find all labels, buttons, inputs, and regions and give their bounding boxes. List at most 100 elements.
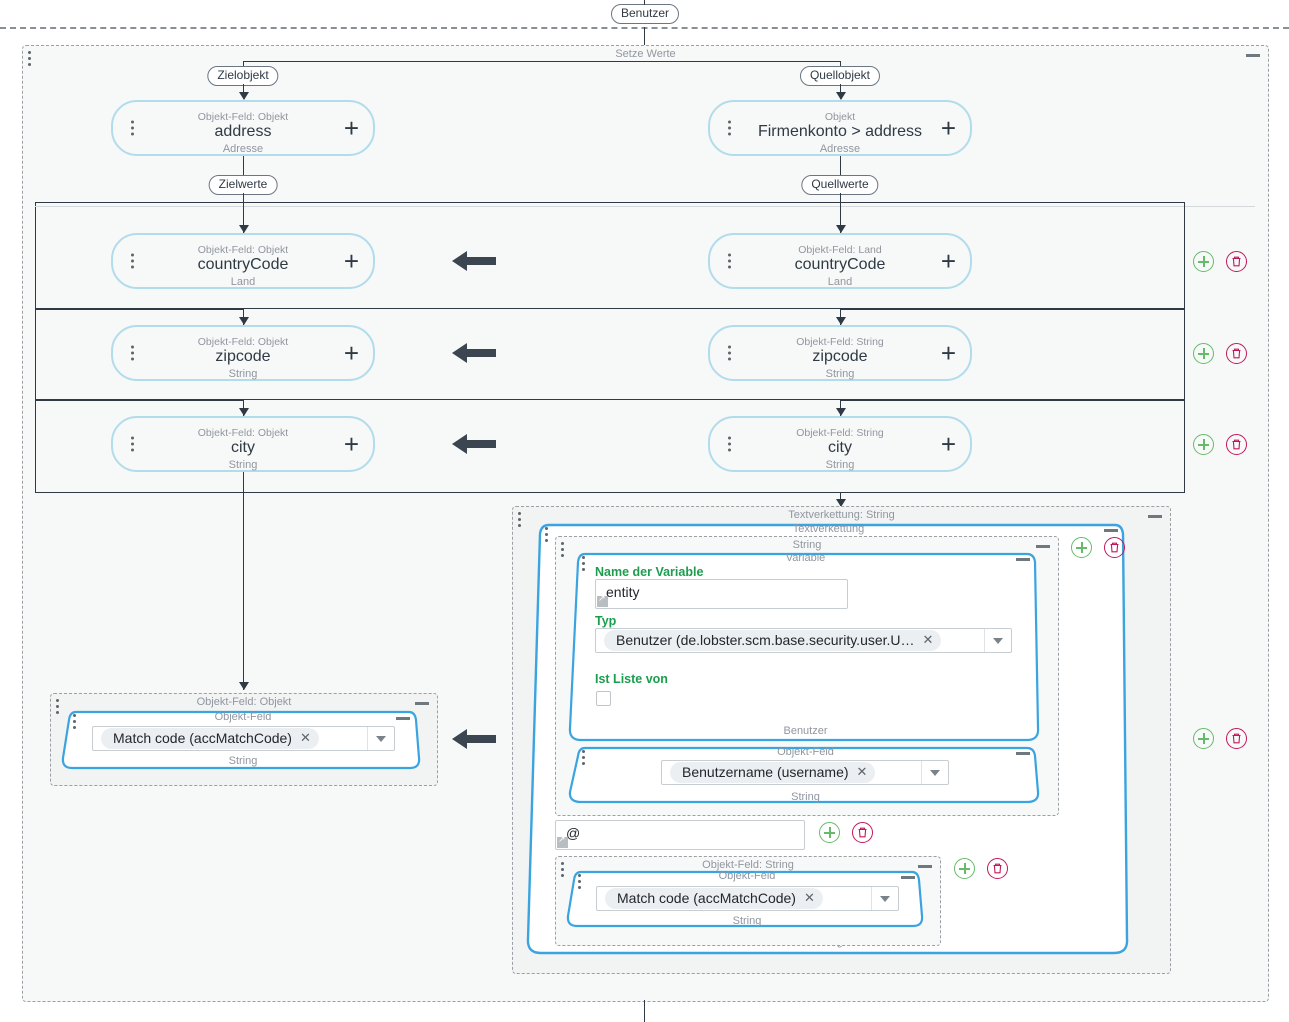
node-add-icon[interactable]: +	[343, 246, 359, 276]
node-target-zipcode[interactable]: Objekt-Feld: Objekt zipcode String +	[111, 325, 375, 381]
node-target-countrycode[interactable]: Objekt-Feld: Objekt countryCode Land +	[111, 233, 375, 289]
node-drag-handle-icon[interactable]	[728, 434, 731, 455]
arrowhead-zielobjekt	[239, 92, 249, 100]
zielwerte-trunk	[243, 193, 244, 233]
node-add-icon[interactable]: +	[343, 113, 359, 143]
concat-part3-drag-handle[interactable]	[561, 862, 564, 877]
chevron-down-icon[interactable]	[984, 629, 1011, 652]
node-drag-handle-icon[interactable]	[131, 118, 134, 139]
variable-islist-checkbox[interactable]	[596, 691, 611, 706]
chevron-down-icon[interactable]	[367, 727, 394, 750]
delete-row-button-2[interactable]	[1226, 343, 1247, 364]
delete-row-button-1[interactable]	[1226, 251, 1247, 272]
node-add-icon[interactable]: +	[940, 246, 956, 276]
node-drag-handle-icon[interactable]	[131, 434, 134, 455]
variable-collapse-icon[interactable]	[1016, 558, 1030, 561]
target-matchcode-drag-handle[interactable]	[56, 699, 59, 714]
node-source-address[interactable]: Objekt Firmenkonto > address Adresse +	[708, 100, 972, 156]
clear-icon[interactable]: ✕	[803, 890, 815, 905]
scope-connector-bottom	[644, 1000, 645, 1022]
variable-name-input[interactable]: entity	[595, 579, 848, 609]
setze-werte-drag-handle[interactable]	[28, 51, 31, 66]
variable-type-value: Benutzer (de.lobster.scm.base.security.u…	[616, 632, 915, 648]
concat-part1-collapse-icon[interactable]	[1036, 545, 1050, 548]
textverkettung-inner-title: Textverkettung	[792, 523, 865, 535]
scope-label-benutzer: Benutzer	[610, 4, 680, 24]
clear-icon[interactable]: ✕	[299, 730, 311, 745]
node-target-city[interactable]: Objekt-Feld: Objekt city String +	[111, 416, 375, 472]
setze-werte-collapse-icon[interactable]	[1246, 54, 1260, 57]
concat-part3-collapse-icon[interactable]	[918, 865, 932, 868]
node-name-label: address	[214, 123, 272, 140]
target-matchcode-collapse-icon[interactable]	[415, 702, 429, 705]
username-field-chip: Benutzername (username) ✕	[670, 762, 876, 783]
concat-part3-add-button[interactable]	[954, 858, 975, 879]
variable-type-select[interactable]: Benutzer (de.lobster.scm.base.security.u…	[595, 628, 1012, 653]
variable-type-select-inner[interactable]: Benutzer (de.lobster.scm.base.security.u…	[596, 629, 984, 652]
concat-part3-select[interactable]: Match code (accMatchCode) ✕	[596, 886, 899, 911]
node-add-icon[interactable]: +	[343, 338, 359, 368]
concat-part1-drag-handle[interactable]	[561, 542, 564, 557]
node-drag-handle-icon[interactable]	[728, 343, 731, 364]
variable-drag-handle[interactable]	[582, 556, 585, 571]
node-drag-handle-icon[interactable]	[131, 251, 134, 272]
textverkettung-add-button[interactable]	[1071, 537, 1092, 558]
textverkettung-inner-drag-handle[interactable]	[545, 527, 548, 542]
chevron-down-icon[interactable]	[871, 887, 898, 910]
add-row-button-2[interactable]	[1193, 343, 1214, 364]
branch-down-source	[840, 61, 841, 68]
node-drag-handle-icon[interactable]	[728, 251, 731, 272]
node-name-label: zipcode	[812, 348, 868, 365]
concat-separator-value: @	[566, 825, 581, 841]
concat-separator-delete-button[interactable]	[852, 822, 873, 843]
username-field-select-inner[interactable]: Benutzername (username) ✕	[662, 761, 921, 784]
node-add-icon[interactable]: +	[343, 429, 359, 459]
delete-row-button-4[interactable]	[1226, 728, 1247, 749]
concat-separator-add-button[interactable]	[819, 822, 840, 843]
textverkettung-inner-collapse-icon[interactable]	[1104, 529, 1118, 532]
concat-part3-inner-drag-handle[interactable]	[578, 874, 581, 889]
concat-part3-select-inner[interactable]: Match code (accMatchCode) ✕	[597, 887, 871, 910]
mapping-grid-row-sep-2	[35, 399, 1185, 400]
textverkettung-delete-button[interactable]	[1104, 537, 1125, 558]
add-row-button-4[interactable]	[1193, 728, 1214, 749]
node-source-zipcode[interactable]: Objekt-Feld: String zipcode String +	[708, 325, 972, 381]
source-feeder-row4	[840, 492, 1185, 493]
node-drag-handle-icon[interactable]	[131, 343, 134, 364]
node-type-label: Objekt-Feld: Objekt	[197, 244, 289, 256]
username-field-drag-handle[interactable]	[582, 750, 585, 765]
node-target-address[interactable]: Objekt-Feld: Objekt address Adresse +	[111, 100, 375, 156]
chevron-down-icon[interactable]	[921, 761, 948, 784]
node-add-icon[interactable]: +	[940, 113, 956, 143]
concat-separator-input[interactable]: @	[555, 820, 805, 850]
target-matchcode-inner-drag-handle[interactable]	[73, 714, 76, 729]
line-node-to-zielwerte	[243, 156, 244, 176]
username-field-collapse-icon[interactable]	[1016, 752, 1030, 755]
node-name-label: countryCode	[197, 256, 289, 273]
clear-icon[interactable]: ✕	[922, 632, 934, 647]
node-datatype-label: Land	[827, 276, 853, 288]
scope-connector-top	[644, 0, 645, 5]
concat-part3-inner-collapse-icon[interactable]	[901, 876, 915, 879]
textverkettung-outer-collapse-icon[interactable]	[1148, 515, 1162, 518]
node-source-countrycode[interactable]: Objekt-Feld: Land countryCode Land +	[708, 233, 972, 289]
target-matchcode-select-inner[interactable]: Match code (accMatchCode) ✕	[93, 727, 367, 750]
node-source-city[interactable]: Objekt-Feld: String city String +	[708, 416, 972, 472]
node-drag-handle-icon[interactable]	[728, 118, 731, 139]
target-matchcode-inner-collapse-icon[interactable]	[396, 717, 410, 720]
target-matchcode-select[interactable]: Match code (accMatchCode) ✕	[92, 726, 395, 751]
clear-icon[interactable]: ✕	[856, 764, 868, 779]
pill-zielwerte: Zielwerte	[208, 175, 278, 195]
concat-part3-delete-button[interactable]	[987, 858, 1008, 879]
textverkettung-outer-drag-handle[interactable]	[518, 512, 521, 527]
node-add-icon[interactable]: +	[940, 429, 956, 459]
resize-grip-icon[interactable]	[597, 593, 608, 607]
delete-row-button-3[interactable]	[1226, 434, 1247, 455]
node-add-icon[interactable]: +	[940, 338, 956, 368]
add-row-button-3[interactable]	[1193, 434, 1214, 455]
add-row-button-1[interactable]	[1193, 251, 1214, 272]
arrowhead-target-row4	[239, 682, 249, 690]
resize-grip-icon[interactable]	[557, 834, 568, 848]
node-type-label: Objekt-Feld: Objekt	[197, 111, 289, 123]
username-field-select[interactable]: Benutzername (username) ✕	[661, 760, 949, 785]
